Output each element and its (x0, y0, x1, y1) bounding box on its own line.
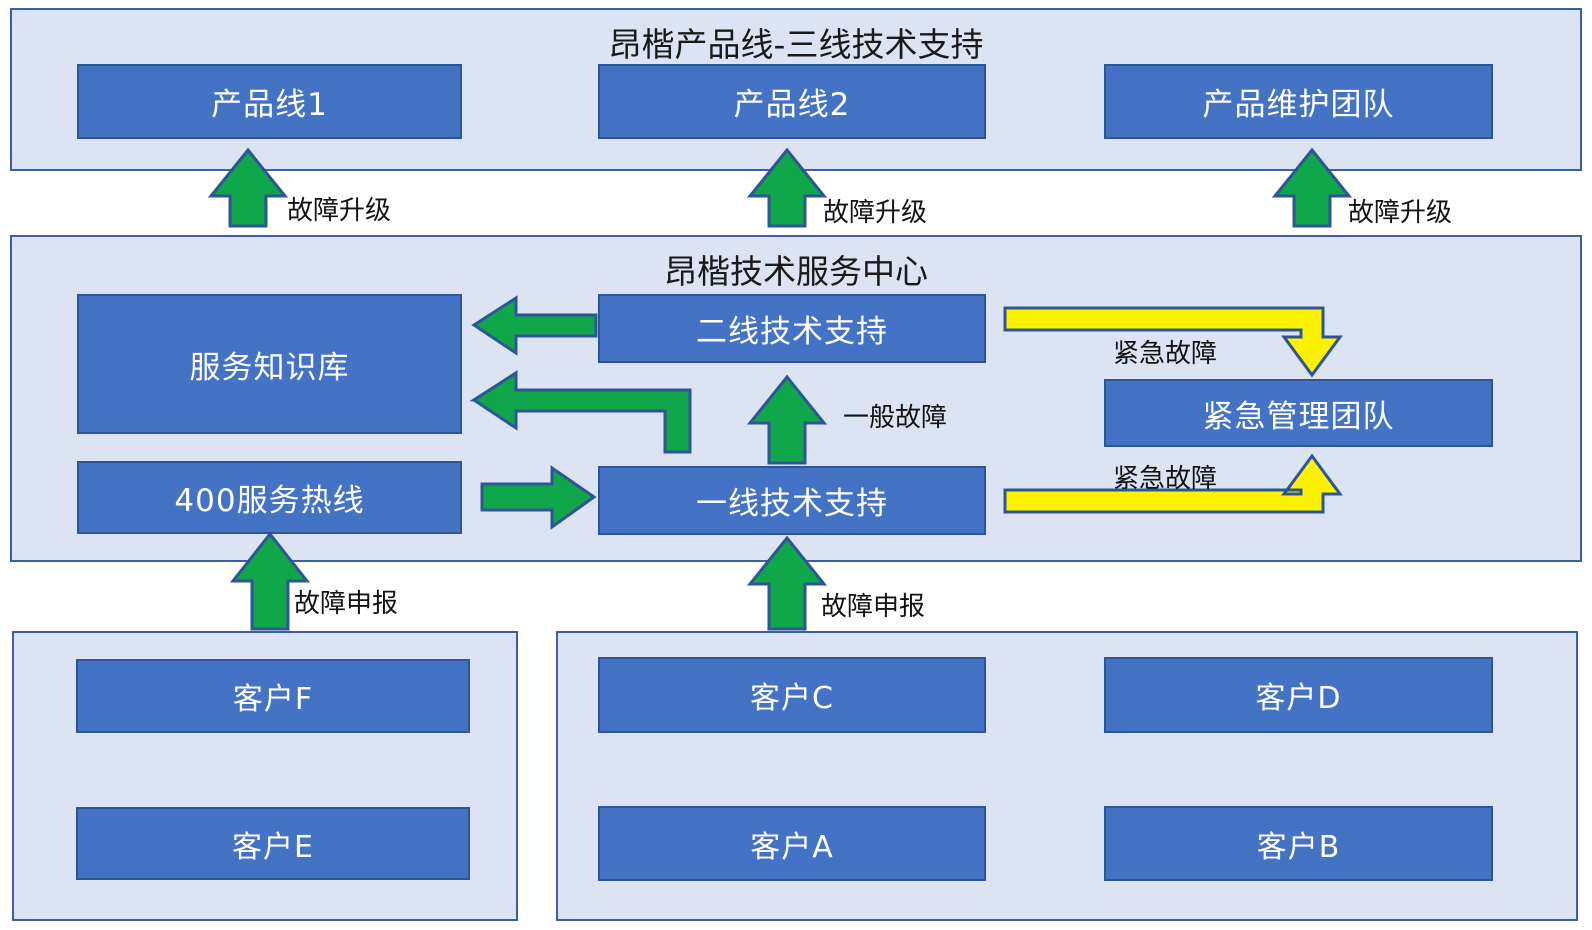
edge-label-escalate-1: 故障升级 (287, 196, 392, 226)
edge-label-general-fault: 一般故障 (843, 403, 948, 433)
node-emergency-management-team[interactable]: 紧急管理团队 (1104, 379, 1493, 447)
node-product-line-2[interactable]: 产品线2 (598, 64, 986, 139)
edge-label-report-fault-right: 故障申报 (821, 592, 926, 622)
node-product-line-1[interactable]: 产品线1 (77, 64, 462, 139)
node-customer-a[interactable]: 客户A (598, 806, 986, 881)
node-service-knowledge-base[interactable]: 服务知识库 (77, 294, 462, 434)
node-hotline-400[interactable]: 400服务热线 (77, 461, 462, 534)
node-customer-e[interactable]: 客户E (76, 807, 470, 880)
node-customer-c[interactable]: 客户C (598, 657, 986, 733)
edge-label-report-fault-left: 故障申报 (294, 589, 399, 619)
group-product-line-title: 昂楷产品线-三线技术支持 (608, 25, 984, 64)
edge-label-escalate-2: 故障升级 (823, 198, 928, 228)
node-product-maintenance-team[interactable]: 产品维护团队 (1104, 64, 1493, 139)
node-customer-b[interactable]: 客户B (1104, 806, 1493, 881)
edge-label-emergency-fault-up: 紧急故障 (1113, 464, 1218, 494)
edge-label-escalate-3: 故障升级 (1348, 198, 1453, 228)
group-service-center-title: 昂楷技术服务中心 (664, 252, 928, 291)
node-second-line-support[interactable]: 二线技术支持 (598, 294, 986, 363)
node-first-line-support[interactable]: 一线技术支持 (598, 466, 986, 535)
node-customer-f[interactable]: 客户F (76, 659, 470, 733)
edge-label-emergency-fault-down: 紧急故障 (1113, 339, 1218, 369)
node-customer-d[interactable]: 客户D (1104, 657, 1493, 733)
